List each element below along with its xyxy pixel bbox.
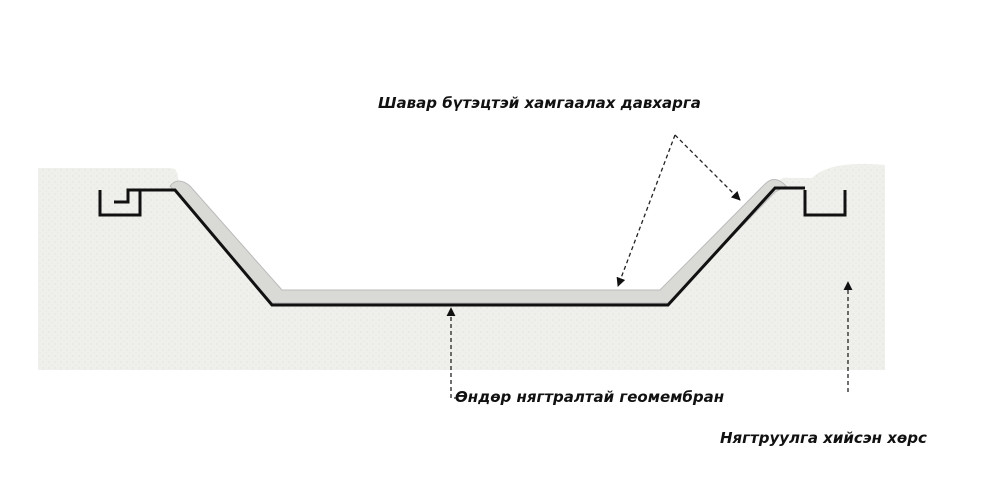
geomembrane-line	[140, 186, 805, 307]
clay-protective-layer	[169, 179, 787, 304]
label-compacted-soil: Нягтруулга хийсэн хөрс	[720, 429, 927, 447]
label-geomembrane: Өндөр нягтралтай геомембран	[455, 388, 725, 406]
arrow-geomembrane	[446, 307, 458, 399]
anchor-trench-left	[98, 188, 142, 217]
compacted-soil	[38, 163, 885, 370]
arrow-clay-bottom	[616, 134, 676, 287]
label-clay-layer: Шавар бүтэцтэй хамгаалах давхарга	[378, 94, 701, 112]
arrow-clay-slope	[674, 134, 741, 201]
anchor-trench-right	[803, 190, 847, 217]
